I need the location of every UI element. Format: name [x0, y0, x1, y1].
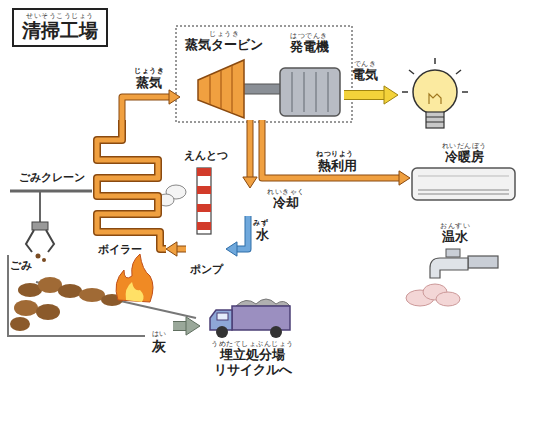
title-box: せいそうこうじょう清掃工場	[12, 8, 108, 47]
pipe-label: 水	[256, 228, 269, 243]
label-group: じょうき蒸気タービン	[180, 30, 268, 53]
furigana: れいだんぼう	[410, 142, 518, 150]
pump: ポンプ	[186, 236, 226, 284]
furigana: じょうき	[134, 67, 164, 75]
part-label: ポンプ	[182, 264, 230, 277]
pipe-outline	[247, 120, 254, 178]
diagram-title: 清掃工場	[22, 20, 98, 42]
part-label: 電気	[348, 68, 382, 83]
garbage-crane: ごみクレーン	[14, 172, 90, 190]
pipe-outline	[236, 216, 248, 249]
arrow-head	[243, 177, 257, 188]
label-group: れいだんぼう冷暖房	[410, 142, 518, 165]
part-label: えんとつ	[178, 150, 234, 163]
part-label: ごみクレーン	[14, 172, 90, 185]
arrow-head	[166, 242, 177, 256]
pipe-outline	[122, 97, 170, 120]
pipe-line	[173, 322, 187, 330]
hot-water-tap: おんすい温水	[395, 222, 515, 312]
generator-label: はつでんき発電機	[274, 30, 344, 120]
furigana: おんすい	[395, 222, 515, 230]
pipe-connector	[243, 120, 257, 188]
pipe-connector	[166, 242, 186, 256]
pipe-outline	[262, 120, 400, 178]
furigana: でんき	[348, 60, 382, 68]
label-group: ポンプ	[182, 264, 230, 277]
pipe-label: 蒸気	[136, 76, 162, 91]
chimney: えんとつ	[180, 148, 232, 236]
label-group: ごみクレーン	[14, 172, 90, 185]
turbine-label: じょうき蒸気タービン	[180, 30, 268, 120]
arrow-head	[226, 242, 237, 256]
part-label: 灰	[145, 338, 173, 354]
pipe-outline	[344, 90, 385, 100]
pipe-connector	[262, 120, 410, 185]
light-bulb: でんき電気	[398, 55, 475, 145]
label-group: ごみ	[6, 260, 36, 273]
pipe-line	[248, 120, 253, 178]
label-group: ボイラー	[92, 244, 148, 257]
pipe-label: 熱利用	[318, 159, 357, 174]
part-label: 冷暖房	[410, 150, 518, 165]
furigana: せいそうこうじょう	[22, 12, 98, 20]
arrow-head	[186, 317, 200, 335]
label-group: はい灰	[145, 330, 173, 354]
part-label: 冷却	[266, 196, 306, 211]
cooling-tank: れいきゃく冷却	[232, 188, 307, 216]
label-group: うめたてしょぶんじょう埋立処分場 リサイクルへ	[200, 340, 305, 378]
pipe-connector	[122, 90, 180, 120]
part-label: ごみ	[6, 260, 36, 273]
part-label: ボイラー	[92, 244, 148, 257]
furigana: みず	[253, 219, 268, 227]
pipe-outline	[173, 321, 187, 331]
pipe-line	[262, 120, 400, 178]
arrow-head	[384, 86, 398, 104]
part-label: 埋立処分場 リサイクルへ	[208, 348, 298, 378]
pipe-connector	[344, 86, 398, 104]
pipe-line	[236, 216, 248, 249]
pipe-line	[122, 97, 170, 120]
furigana: ねつりよう	[316, 150, 354, 158]
boiler: ボイラー	[88, 120, 166, 260]
label-group: れいきゃく冷却	[266, 188, 306, 211]
label-group: えんとつ	[178, 150, 234, 163]
label-group: でんき電気	[348, 60, 382, 83]
part-label: 蒸気タービン	[180, 38, 268, 53]
furigana: はつでんき	[274, 32, 344, 40]
label-group: はつでんき発電機	[274, 32, 344, 55]
landfill-truck: うめたてしょぶんじょう埋立処分場 リサイクルへ	[200, 298, 305, 383]
furigana: はい	[145, 330, 173, 338]
part-label: 温水	[395, 230, 515, 245]
pipe-connector	[226, 216, 248, 256]
furigana: れいきゃく	[266, 188, 306, 196]
furigana: うめたてしょぶんじょう	[200, 340, 305, 348]
garbage-label: ごみ	[6, 260, 36, 276]
ash-label: はい灰	[145, 318, 173, 373]
pipe-connector	[268, 90, 274, 91]
arrow-head	[169, 90, 180, 104]
pipe-line	[344, 91, 385, 99]
air-conditioner: れいだんぼう冷暖房	[410, 142, 518, 204]
furigana: じょうき	[180, 30, 268, 38]
pipe-line	[268, 88, 274, 92]
pipe-connector	[173, 317, 200, 335]
arrow-head	[399, 171, 410, 185]
part-label: 発電機	[274, 40, 344, 55]
label-group: おんすい温水	[395, 222, 515, 245]
